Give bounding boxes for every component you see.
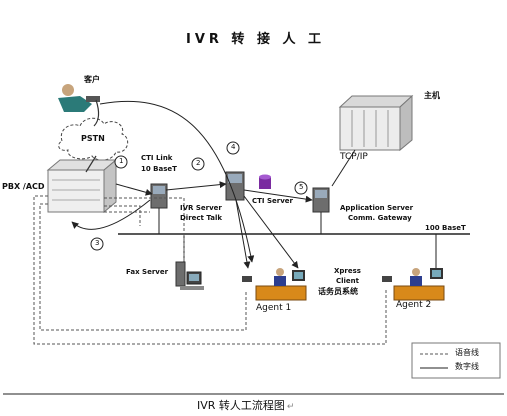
agent2-workstation xyxy=(382,268,445,301)
figure-caption: IVR 转人工流程图↵ xyxy=(197,400,294,412)
legend-box xyxy=(411,342,501,379)
xpress-label: Xpress xyxy=(334,267,361,275)
cti-database-icon xyxy=(259,174,271,189)
lan-speed-label: 100 BaseT xyxy=(425,224,466,232)
host-mainframe xyxy=(338,94,414,152)
application-server-label: Application Server xyxy=(340,204,414,212)
cti-link-speed-label: 10 BaseT xyxy=(141,165,177,173)
comm-gateway-label: Comm. Gateway xyxy=(348,214,412,222)
ivr-direct-talk-label: Direct Talk xyxy=(180,214,222,222)
pstn-cloud xyxy=(58,117,129,161)
voice-lines xyxy=(33,195,387,345)
ivr-to-cti-line xyxy=(165,181,227,191)
pbx-acd-label: PBX /ACD xyxy=(2,182,45,191)
host-label: 主机 xyxy=(424,91,440,100)
customer-label: 客户 xyxy=(84,75,100,84)
figure-caption-text: IVR 转人工流程图 xyxy=(197,399,285,412)
agent1-label: Agent 1 xyxy=(256,303,292,313)
paragraph-mark: ↵ xyxy=(286,402,295,412)
pstn-label: PSTN xyxy=(81,134,105,143)
agent-system-label: 话务员系统 xyxy=(318,287,358,296)
ivr-server-computer xyxy=(150,183,168,209)
agent2-label: Agent 2 xyxy=(396,300,432,310)
customer-line xyxy=(93,99,100,127)
cti-to-agent1-line xyxy=(235,199,251,269)
legend-data-label: 数字线 xyxy=(455,362,479,371)
cti-to-xpress-line xyxy=(243,195,299,269)
customer-figure xyxy=(58,84,100,112)
step-4-label: 4 xyxy=(231,143,236,151)
legend-voice-label: 语音线 xyxy=(455,348,479,357)
step-1-circle xyxy=(114,155,128,169)
ivr-to-pbx-return xyxy=(71,199,151,230)
cti-to-app-line xyxy=(243,189,313,203)
step-5-circle xyxy=(294,181,308,195)
step-2-circle xyxy=(191,157,205,171)
customer-to-agent-call xyxy=(99,100,255,263)
step-3-circle xyxy=(90,237,104,251)
agent1-workstation xyxy=(242,268,307,301)
step-4-circle xyxy=(226,141,240,155)
application-server-computer xyxy=(312,187,330,213)
pstn-pbx-line xyxy=(85,155,97,173)
fax-server-label: Fax Server xyxy=(126,268,169,276)
step-1-label: 1 xyxy=(119,157,124,165)
host-link xyxy=(331,149,356,187)
cti-server-label: CTI Server xyxy=(252,197,293,205)
ivr-server-label: IVR Server xyxy=(180,204,222,212)
cti-link-label: CTI Link xyxy=(141,154,173,162)
client-label: Client xyxy=(336,277,360,285)
tcpip-label: TCP/IP xyxy=(340,152,368,162)
step-2-label: 2 xyxy=(196,159,201,167)
step-3-label: 3 xyxy=(95,239,100,247)
step-5-label: 5 xyxy=(299,183,304,191)
fax-server-device xyxy=(175,261,204,290)
step-circles xyxy=(90,141,308,251)
cti-link-line xyxy=(115,183,153,196)
diagram-title: IVR 转 接 人 工 xyxy=(186,32,326,47)
pbx-acd xyxy=(46,158,118,214)
